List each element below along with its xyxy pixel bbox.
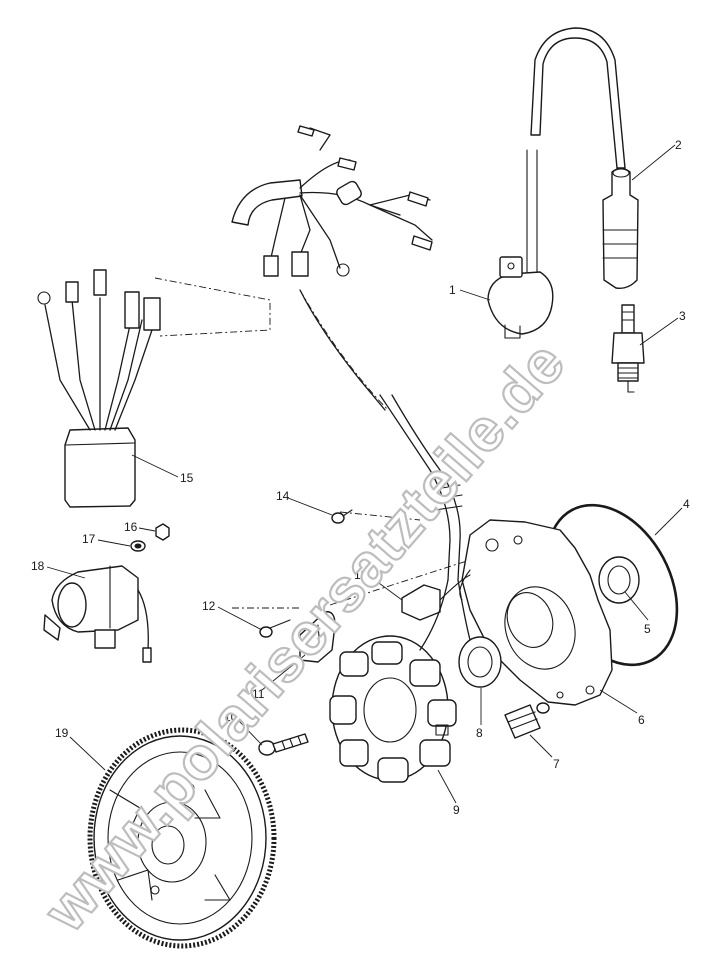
spark-plug[interactable]	[611, 304, 645, 393]
screw-14[interactable]	[331, 509, 353, 524]
stator-coil-assembly[interactable]	[329, 635, 457, 783]
callout-19: 19	[55, 726, 69, 740]
starter-solenoid[interactable]	[43, 565, 152, 663]
callout-10: 10	[224, 710, 238, 724]
callout-17: 17	[82, 532, 96, 546]
crank-seal[interactable]	[458, 636, 502, 688]
seal-small[interactable]	[598, 556, 640, 604]
callout-5: 5	[644, 622, 651, 636]
callout-2: 2	[675, 138, 682, 152]
callout-15: 15	[180, 471, 194, 485]
callout-3: 3	[679, 309, 686, 323]
callout-8: 8	[476, 726, 483, 740]
callout-14: 14	[276, 489, 290, 503]
washer[interactable]	[130, 540, 146, 552]
callout-9: 9	[453, 803, 460, 817]
connector-lines	[154, 277, 471, 609]
callout-6: 6	[638, 713, 645, 727]
ignition-coil[interactable]	[487, 27, 626, 339]
wire-clamp[interactable]	[299, 611, 336, 663]
screw-12[interactable]	[259, 619, 291, 638]
pulser-coil[interactable]	[401, 574, 471, 621]
stator-wire-harness[interactable]	[299, 289, 471, 651]
nut[interactable]	[155, 523, 170, 541]
bolt-7[interactable]	[504, 702, 550, 739]
callout-1: 1	[449, 283, 456, 297]
callouts: 1 2 3 4 5 6 7 8 9 10 11 12 13 14 15 16 1…	[31, 138, 690, 817]
callout-11: 11	[252, 687, 265, 701]
callout-7: 7	[553, 757, 560, 771]
callout-18: 18	[31, 559, 45, 573]
spark-plug-cap[interactable]	[602, 167, 639, 290]
callout-13: 13	[354, 568, 368, 582]
callout-12: 12	[202, 599, 216, 613]
callout-16: 16	[124, 520, 138, 534]
leader-lines	[46, 144, 683, 804]
screw-10[interactable]	[258, 733, 309, 756]
cdi-box[interactable]	[37, 269, 161, 508]
harness-connectors[interactable]	[231, 125, 433, 277]
flywheel[interactable]	[87, 727, 277, 949]
callout-4: 4	[683, 497, 690, 511]
